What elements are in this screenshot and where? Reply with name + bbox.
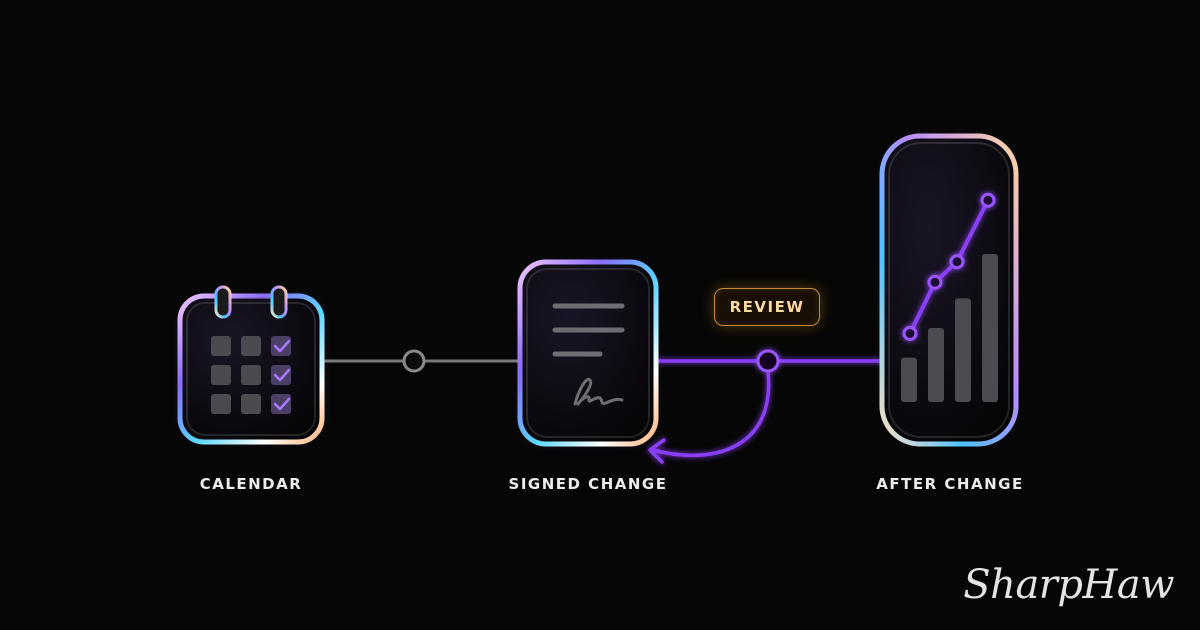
- after-change-label: AFTER CHANGE: [876, 475, 1024, 493]
- calendar-icon: [211, 285, 291, 414]
- chart-point: [949, 254, 965, 270]
- chart-point: [902, 326, 918, 341]
- chart-bar: [928, 328, 944, 402]
- chart-point: [980, 192, 996, 208]
- signed-change-label: SIGNED CHANGE: [508, 475, 668, 493]
- chart-bar: [982, 254, 998, 402]
- calendar-node[interactable]: [177, 285, 325, 445]
- chart-bar: [955, 298, 971, 402]
- chart-trend-line: [908, 198, 990, 336]
- signed-document-icon: [552, 303, 625, 407]
- signed-change-node[interactable]: [517, 259, 659, 447]
- calendar-label: CALENDAR: [199, 475, 303, 493]
- brand-logo: SharpHaw: [963, 562, 1174, 608]
- bar-chart-icon: [901, 192, 998, 402]
- connector-node-gray: [402, 349, 426, 373]
- after-change-node[interactable]: [879, 133, 1019, 447]
- connector-purple: [648, 359, 882, 464]
- review-badge[interactable]: REVIEW: [714, 288, 820, 326]
- chart-point: [927, 274, 943, 290]
- connector-node-purple: [756, 349, 780, 373]
- checked-cells: [271, 336, 291, 414]
- chart-bar: [901, 357, 917, 402]
